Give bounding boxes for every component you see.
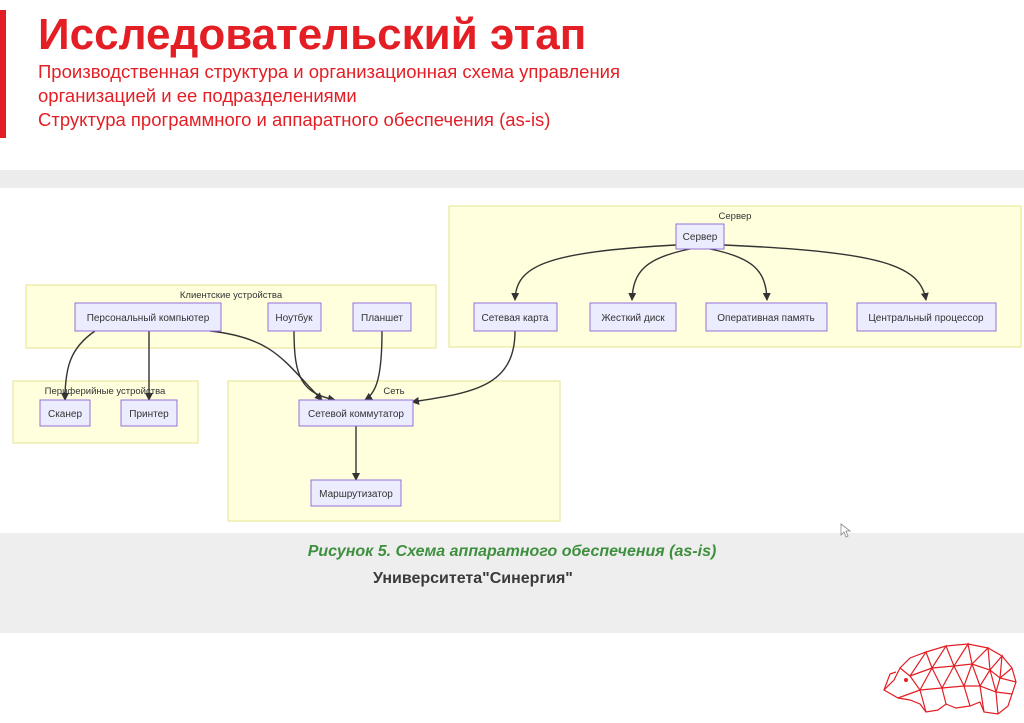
node-pc: Персональный компьютер xyxy=(74,302,222,332)
mouse-cursor-icon xyxy=(840,523,852,538)
group-peripherals-label: Периферийные устройства xyxy=(45,386,166,397)
figure-caption-university: Университета"Синергия" xyxy=(373,570,573,587)
node-ram-label: Оперативная память xyxy=(717,313,814,324)
node-network-card-label: Сетевая карта xyxy=(482,313,549,324)
slide-subtitle: Производственная структура и организацио… xyxy=(38,60,620,132)
edge-server-network-card xyxy=(511,244,677,301)
node-printer-label: Принтер xyxy=(129,409,169,420)
node-switch: Сетевой коммутатор xyxy=(298,399,414,427)
edge-server-hard-disk xyxy=(628,248,691,301)
screenshot-top-strip xyxy=(0,170,1024,188)
caption-area xyxy=(0,533,1024,633)
subtitle-line: организацией и ее подразделениями xyxy=(38,85,357,106)
node-tablet-label: Планшет xyxy=(361,313,403,324)
node-network-card: Сетевая карта xyxy=(473,302,558,332)
edge-pc-scanner xyxy=(61,330,96,401)
node-server: Сервер xyxy=(675,223,725,250)
node-router-label: Маршрутизатор xyxy=(319,489,393,500)
node-cpu-label: Центральный процессор xyxy=(868,313,984,324)
edge-server-cpu xyxy=(723,244,929,301)
node-laptop-label: Ноутбук xyxy=(275,312,313,324)
node-ram: Оперативная память xyxy=(705,302,828,332)
node-hard-disk-label: Жесткий диск xyxy=(601,313,665,324)
edge-pc-switch xyxy=(209,330,323,401)
node-cpu: Центральный процессор xyxy=(856,302,997,332)
node-hard-disk: Жесткий диск xyxy=(589,302,677,332)
group-server-label: Сервер xyxy=(719,211,752,222)
subtitle-line: Структура программного и аппаратного обе… xyxy=(38,109,551,130)
edge-server-ram xyxy=(709,248,771,301)
accent-bar xyxy=(0,10,6,138)
node-scanner: Сканер xyxy=(39,399,91,427)
node-laptop: Ноутбук xyxy=(267,302,322,332)
node-printer: Принтер xyxy=(120,399,178,427)
edge-tablet-switch xyxy=(364,330,383,401)
subtitle-line: Производственная структура и организацио… xyxy=(38,61,621,82)
figure-caption: Рисунок 5. Схема аппаратного обеспечения… xyxy=(307,543,717,560)
edge-network-card-switch xyxy=(411,330,516,405)
rhino-logo-icon xyxy=(883,642,1017,715)
node-scanner-label: Сканер xyxy=(48,409,82,420)
node-pc-label: Персональный компьютер xyxy=(87,313,210,324)
node-tablet: Планшет xyxy=(352,302,412,332)
edge-laptop-switch xyxy=(293,330,336,403)
node-switch-label: Сетевой коммутатор xyxy=(308,409,404,420)
group-clients-label: Клиентские устройства xyxy=(180,290,283,301)
group-network-label: Сеть xyxy=(383,386,404,397)
slide-title: Исследовательский этап xyxy=(38,10,587,59)
node-router: Маршрутизатор xyxy=(310,479,402,507)
node-server-label: Сервер xyxy=(683,232,718,243)
hardware-diagram: Сервер Клиентские устройства Периферийны… xyxy=(12,205,1022,522)
